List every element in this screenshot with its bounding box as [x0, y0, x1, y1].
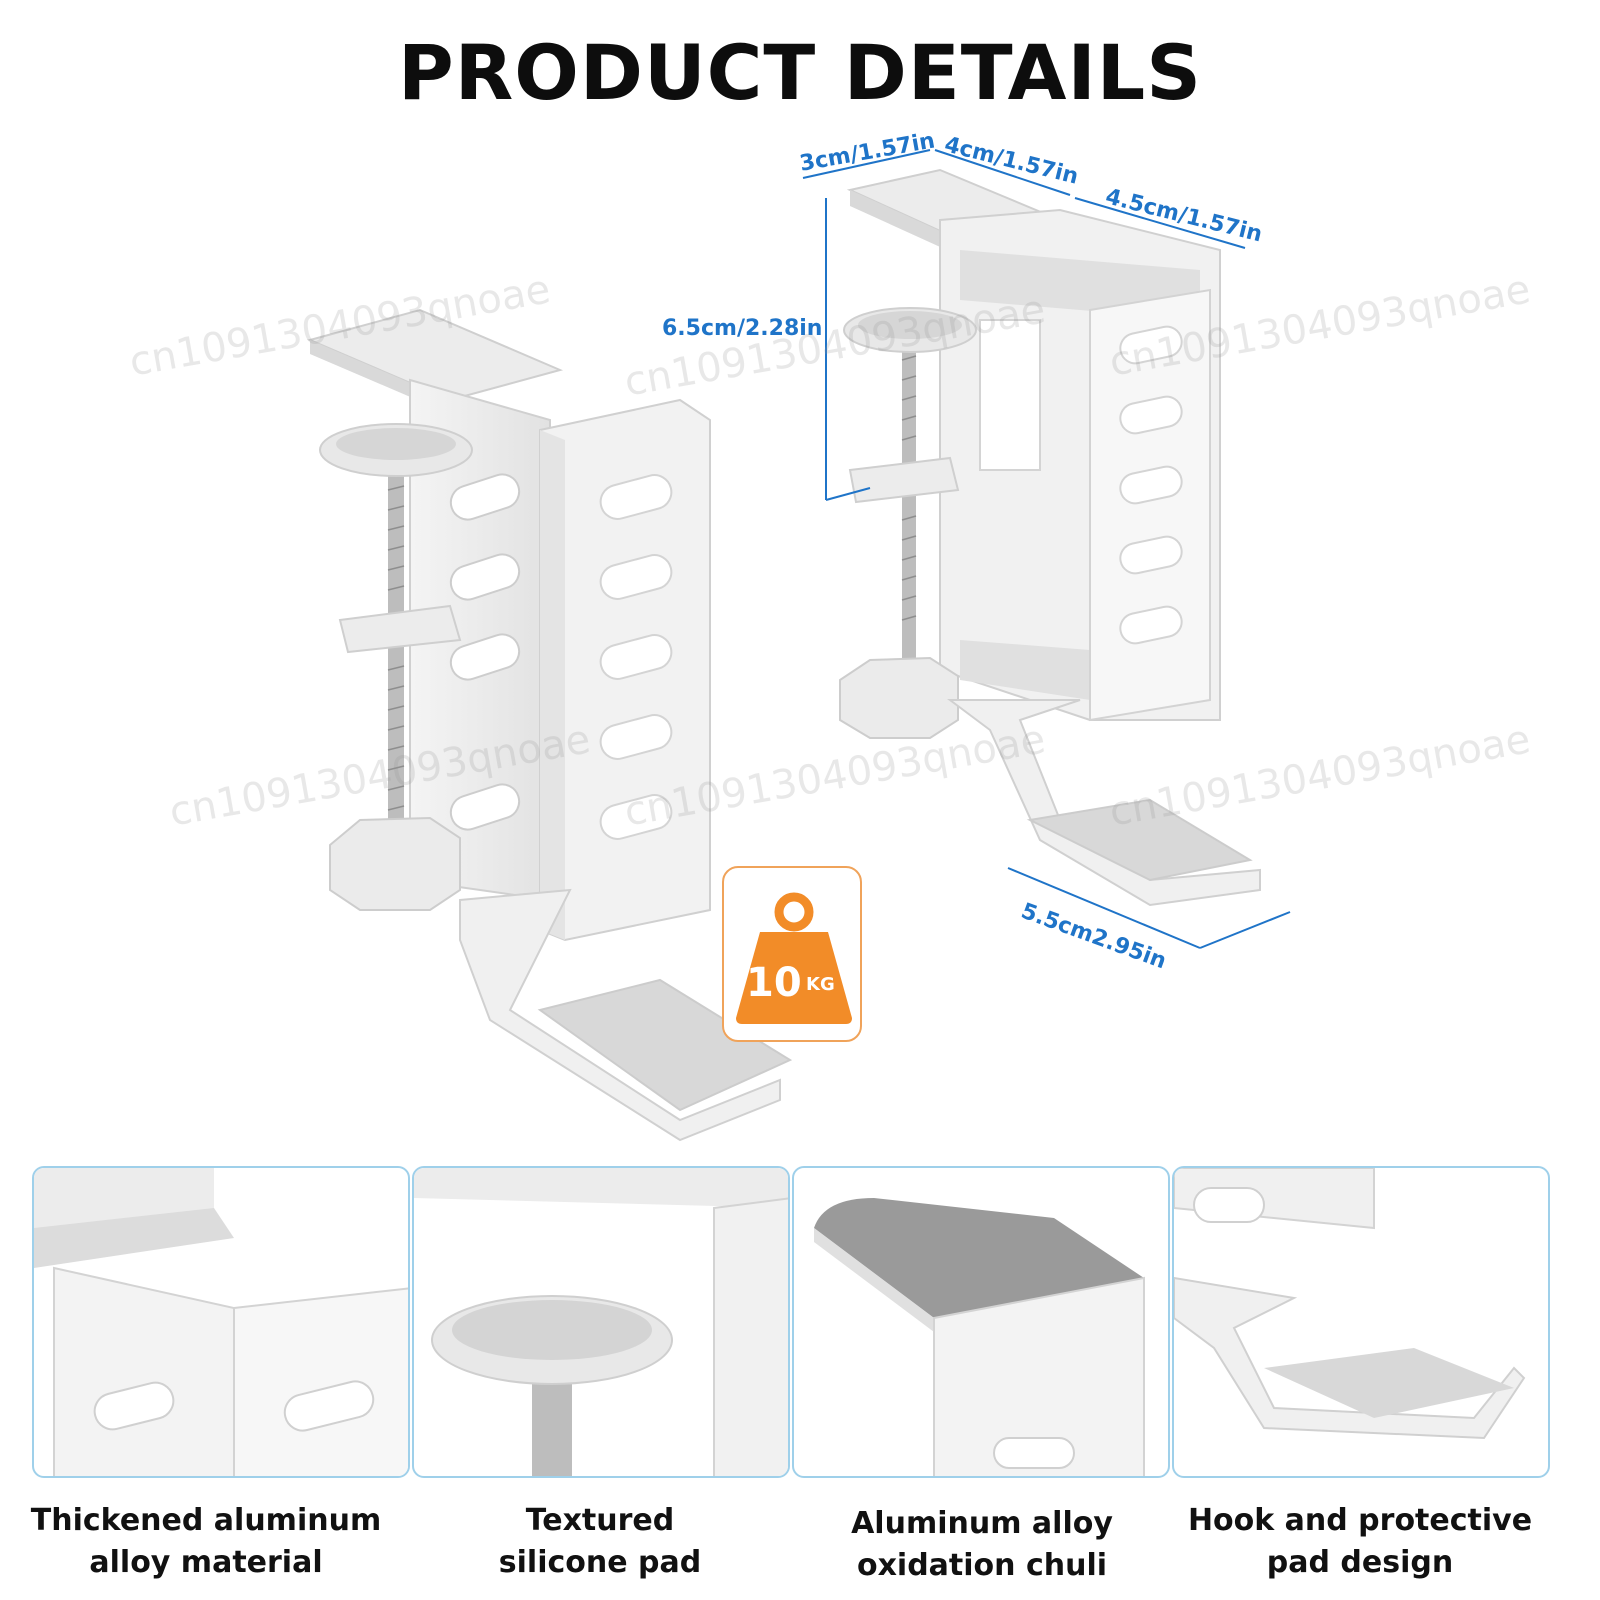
weight-value: 10 — [746, 960, 802, 1006]
hook-closeup-icon — [1174, 1168, 1526, 1440]
feature-caption-material: Thickened aluminum alloy material — [30, 1503, 382, 1580]
dim-line-top-middle — [934, 149, 1071, 196]
feature-panel-hook — [1172, 1166, 1550, 1478]
feature-panel-silicone-pad — [412, 1166, 790, 1478]
feature-panel-oxidation — [792, 1166, 1170, 1478]
clamp-top-closeup-icon — [34, 1168, 408, 1476]
feature-caption-hook: Hook and protective pad design — [1187, 1503, 1533, 1580]
weight-capacity-badge: 10 KG — [722, 866, 862, 1042]
feature-panel-material — [32, 1166, 410, 1478]
dim-label-height: 6.5cm/2.28in — [662, 316, 823, 341]
screw-pad-closeup-icon — [414, 1168, 788, 1476]
textured-pad-closeup-icon — [814, 1198, 1145, 1476]
page-title: PRODUCT DETAILS — [398, 28, 1202, 117]
weight-unit: KG — [806, 974, 835, 995]
dim-line-top-right — [1074, 197, 1246, 249]
feature-caption-silicone-pad: Textured silicone pad — [498, 1503, 702, 1580]
dim-line-hook — [1007, 867, 1201, 949]
clamp-hook-rear-view — [839, 168, 1261, 907]
clamp-hook-front-view — [306, 308, 793, 1142]
dim-line-top-left — [802, 149, 931, 179]
feature-caption-oxidation: Aluminum alloy oxidation chuli — [851, 1506, 1113, 1583]
weight-icon — [736, 892, 852, 1024]
